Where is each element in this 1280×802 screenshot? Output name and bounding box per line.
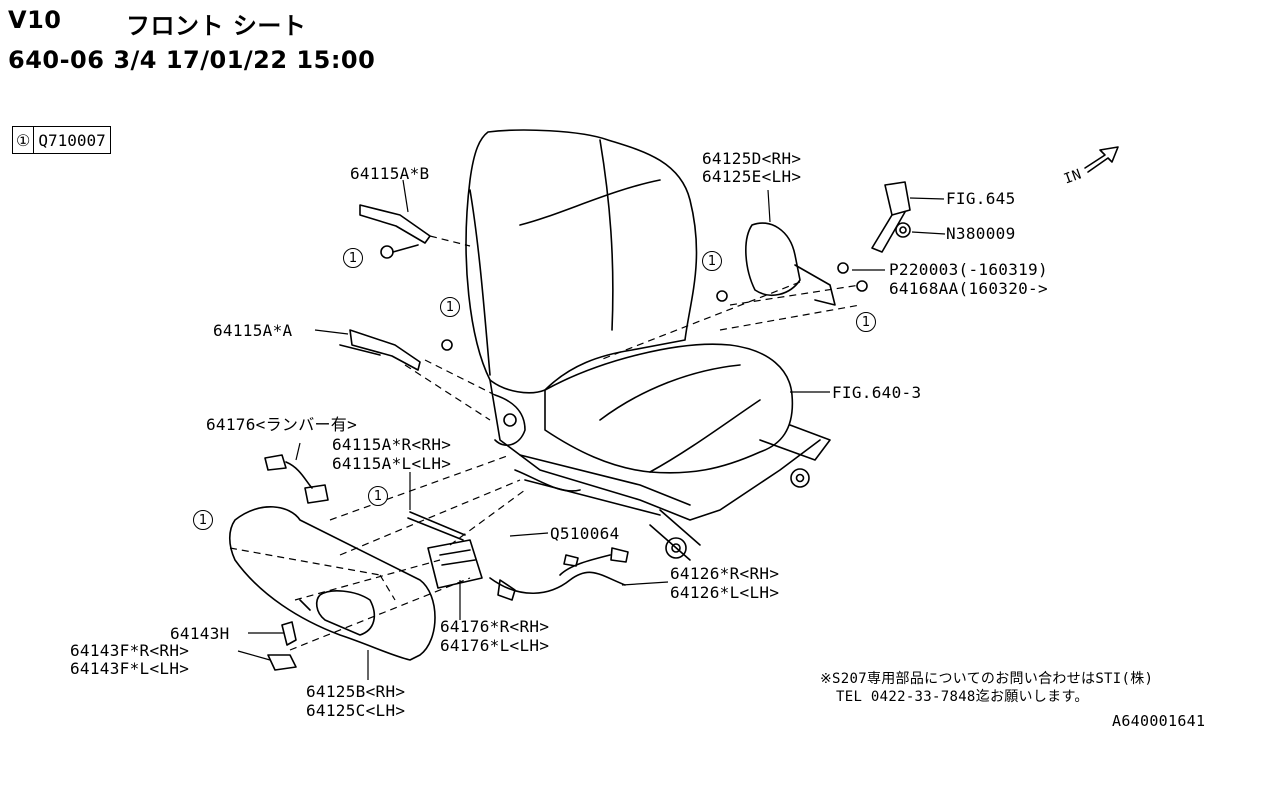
label-64176-lumbar: 64176<ランバー有>	[206, 415, 358, 434]
circle-marker: 1	[193, 510, 213, 530]
label-64115AR: 64115A*R<RH>	[332, 435, 452, 454]
reference-code: Q710007	[38, 130, 106, 150]
label-64143H: 64143H	[170, 624, 230, 643]
label-64125E: 64125E<LH>	[702, 167, 802, 186]
label-q510064: Q510064	[550, 524, 620, 543]
label-64143FR: 64143F*R<RH>	[70, 641, 190, 660]
label-64125D: 64125D<RH>	[702, 149, 802, 168]
side-shield	[228, 506, 436, 661]
label-64115AL: 64115A*L<LH>	[332, 454, 452, 473]
label-fig6403: FIG.640-3	[832, 383, 922, 402]
label-64125B: 64125B<RH>	[306, 682, 406, 701]
label-64168AA: 64168AA(160320->	[889, 279, 1048, 298]
label-64176L: 64176*L<LH>	[440, 636, 550, 655]
label-64125C: 64125C<LH>	[306, 701, 406, 720]
seat-frame	[489, 379, 821, 521]
sti-note-line2: TEL 0422-33-7848迄お願いします。	[836, 689, 1089, 705]
label-p220003: P220003(-160319)	[889, 260, 1048, 279]
model-code: V10	[8, 6, 62, 34]
label-64115AA: 64115A*A	[213, 321, 293, 340]
label-64126L: 64126*L<LH>	[670, 583, 780, 602]
section-title: フロント シート	[126, 12, 307, 40]
circle-marker: 1	[702, 251, 722, 271]
reference-box: ① Q710007	[12, 126, 111, 154]
circle-marker: 1	[440, 297, 460, 317]
label-fig645: FIG.645	[946, 189, 1016, 208]
circle-marker: 1	[856, 312, 876, 332]
label-64143FL: 64143F*L<LH>	[70, 659, 190, 678]
circle-marker: 1	[368, 486, 388, 506]
section-subline: 640-06 3/4 17/01/22 15:00	[8, 46, 376, 74]
seat-cushion	[544, 343, 794, 474]
sti-note-line1: ※S207専用部品についてのお問い合わせはSTI(株)	[820, 671, 1154, 687]
label-n380009: N380009	[946, 224, 1016, 243]
reference-circle: ①	[13, 127, 35, 153]
seat-back	[465, 129, 698, 394]
label-64115AB: 64115A*B	[350, 164, 430, 183]
label-64176R: 64176*R<RH>	[440, 617, 550, 636]
label-64126R: 64126*R<RH>	[670, 564, 780, 583]
circle-marker: 1	[343, 248, 363, 268]
diagram-id: A640001641	[1112, 712, 1206, 730]
